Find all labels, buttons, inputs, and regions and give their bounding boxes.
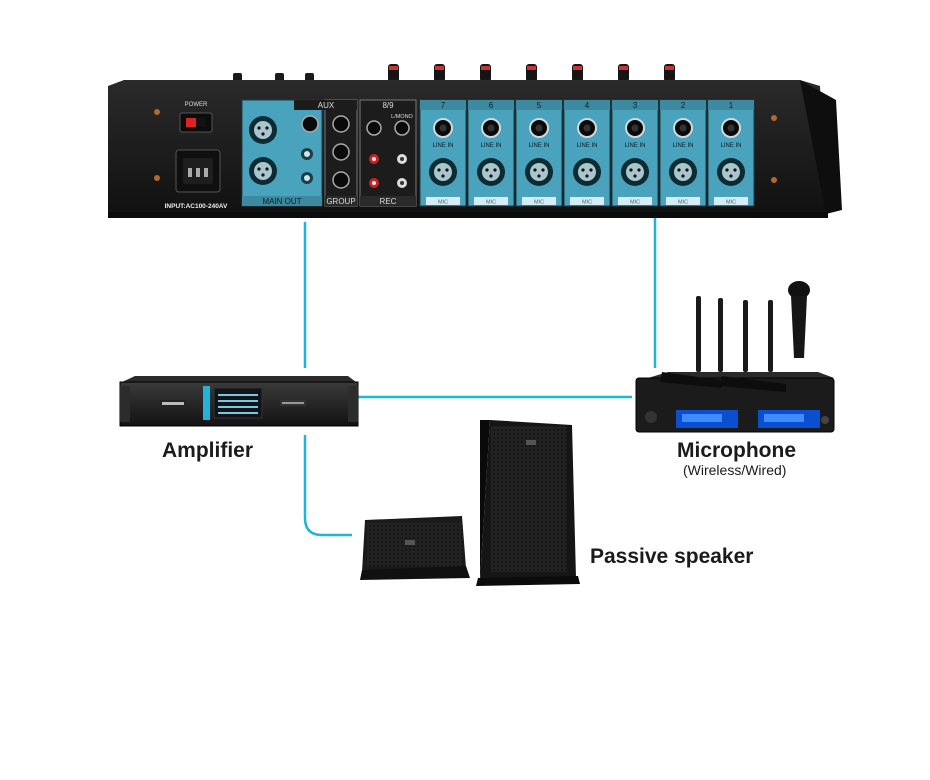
main-out-label: MAIN OUT <box>262 197 301 206</box>
section-89-label: 8/9 <box>382 101 394 110</box>
channel-number: 2 <box>681 101 686 110</box>
aux-label: AUX <box>318 101 335 110</box>
channel-number: 4 <box>585 101 590 110</box>
mixer-device: POWER INPUT:AC100-240AV MAIN OUT AUX GRO… <box>108 64 842 218</box>
microphone-label: Microphone <box>677 439 796 462</box>
handheld-mic <box>788 281 810 358</box>
line-in-label: LINE IN <box>576 143 597 149</box>
line-in-label: LINE IN <box>720 143 741 149</box>
mic-label: MIC <box>486 200 496 206</box>
channel-number: 1 <box>729 101 734 110</box>
line-in-label: LINE IN <box>432 143 453 149</box>
mic-label: MIC <box>534 200 544 206</box>
rec-panel <box>359 99 417 207</box>
mic-label: MIC <box>582 200 592 206</box>
tall-speaker <box>476 420 580 586</box>
group-label: GROUP <box>326 197 355 206</box>
line-in-label: LINE IN <box>528 143 549 149</box>
cable-lines <box>303 210 657 537</box>
mic-label: MIC <box>630 200 640 206</box>
line-in-label: LINE IN <box>480 143 501 149</box>
speaker-device <box>360 420 580 586</box>
channel-number: 6 <box>489 101 494 110</box>
rca-jacks <box>369 154 407 188</box>
channel-number: 7 <box>441 101 446 110</box>
amplifier-device <box>119 376 359 427</box>
channel-number: 3 <box>633 101 638 110</box>
line-in-label: LINE IN <box>672 143 693 149</box>
cable-amplifier-to-speaker <box>303 435 352 537</box>
speaker-label: Passive speaker <box>590 545 754 568</box>
mic-label: MIC <box>678 200 688 206</box>
amplifier-label: Amplifier <box>162 439 254 462</box>
microphone-device <box>635 281 835 433</box>
channel-number: 5 <box>537 101 542 110</box>
mic-label: MIC <box>438 200 448 206</box>
mic-label: MIC <box>726 200 736 206</box>
power-label: POWER <box>185 102 208 108</box>
rec-label: REC <box>380 197 397 206</box>
input-voltage-label: INPUT:AC100-240AV <box>165 203 228 210</box>
line-in-label: LINE IN <box>624 143 645 149</box>
microphone-sublabel: (Wireless/Wired) <box>683 462 787 478</box>
lmono-label: L/MONO <box>391 114 413 120</box>
floor-monitor <box>360 516 470 580</box>
